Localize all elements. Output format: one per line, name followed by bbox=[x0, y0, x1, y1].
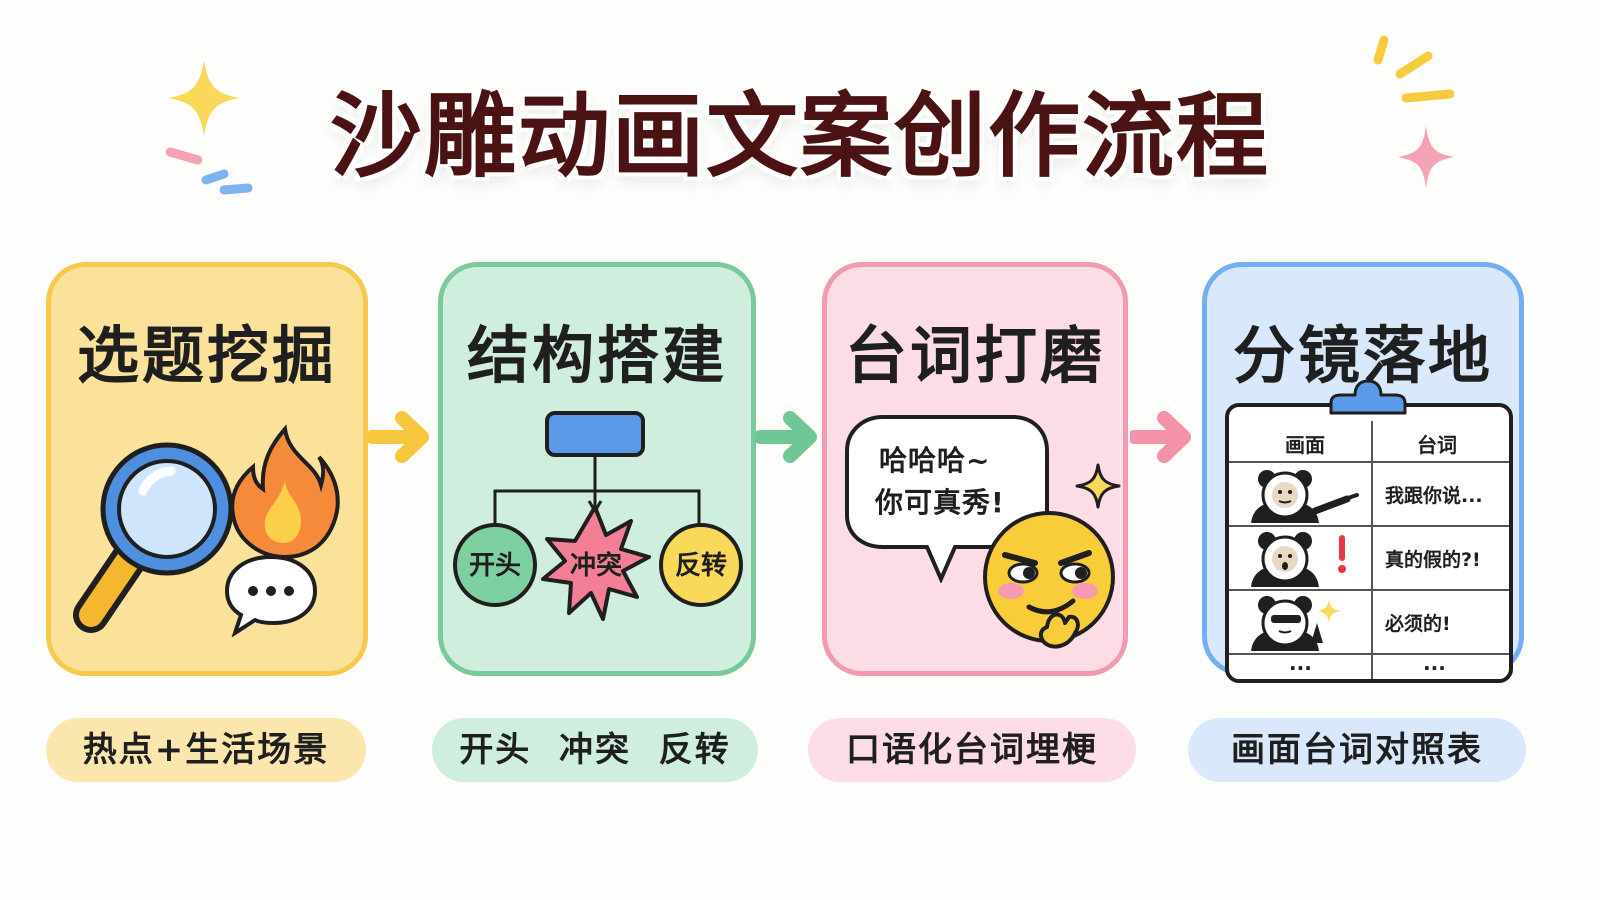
magnifier-icon bbox=[73, 442, 234, 633]
node-label: 反转 bbox=[675, 551, 727, 581]
node-conflict bbox=[541, 505, 651, 621]
step-caption-topic: 热点+生活场景 bbox=[46, 718, 366, 782]
node-twist bbox=[659, 523, 743, 607]
dash-icon bbox=[165, 147, 253, 195]
step-caption-dialogue: 口语化台词埋梗 bbox=[808, 718, 1136, 782]
panda-meme-icon bbox=[1251, 470, 1359, 523]
sparkle-icon bbox=[168, 60, 240, 136]
bubble-line: 哈哈哈~ bbox=[879, 444, 991, 477]
step-card-storyboard: 分镜落地 画面 台词 bbox=[1202, 262, 1524, 683]
table-ellipsis: ... bbox=[1423, 651, 1446, 675]
clipboard-clip-icon bbox=[1329, 379, 1407, 415]
arrow-right-icon bbox=[756, 411, 817, 463]
panda-meme-icon bbox=[1251, 532, 1346, 587]
arrow-right-icon bbox=[1130, 411, 1191, 463]
table-cell-line: 必须的! bbox=[1385, 613, 1451, 635]
page-title: 沙雕动画文案创作流程 bbox=[329, 83, 1270, 190]
table-row bbox=[1229, 461, 1509, 463]
table-ellipsis: ... bbox=[1289, 651, 1312, 675]
fire-icon bbox=[230, 424, 340, 560]
node-label: 开头 bbox=[469, 551, 521, 581]
panda-meme-icon bbox=[1251, 596, 1341, 651]
table-row bbox=[1229, 653, 1509, 655]
arrow-right-icon bbox=[368, 411, 429, 463]
node-label: 冲突 bbox=[570, 550, 622, 581]
step-card-dialogue: 台词打磨 哈哈哈~ 你可真秀! bbox=[822, 262, 1128, 676]
table-header: 台词 bbox=[1417, 433, 1457, 457]
table-header: 画面 bbox=[1285, 433, 1325, 457]
chat-bubble-icon bbox=[224, 554, 318, 637]
structure-diagram: 开头 冲突 反转 bbox=[453, 411, 743, 621]
step-title: 台词打磨 bbox=[844, 319, 1105, 392]
step-caption-storyboard: 画面台词对照表 bbox=[1188, 718, 1526, 782]
table-cell-line: 真的假的?! bbox=[1385, 549, 1481, 571]
root-node bbox=[545, 411, 645, 457]
step-card-structure: 结构搭建 开头 冲突 反转 bbox=[438, 262, 756, 676]
sparkle-icon bbox=[1398, 126, 1454, 188]
step-title: 分镜落地 bbox=[1232, 319, 1493, 392]
step-title: 结构搭建 bbox=[466, 319, 727, 392]
table-cell-line: 我跟你说... bbox=[1385, 485, 1483, 507]
dash-icon bbox=[1373, 35, 1455, 103]
step-title: 选题挖掘 bbox=[76, 319, 337, 392]
table-row bbox=[1229, 525, 1509, 527]
storyboard-table: 画面 台词 bbox=[1225, 403, 1513, 683]
sparkle-icon bbox=[1075, 463, 1121, 509]
step-caption-structure: 开头 冲突 反转 bbox=[432, 718, 758, 782]
step-card-topic: 选题挖掘 bbox=[46, 262, 368, 676]
table-row bbox=[1229, 589, 1509, 591]
bubble-line: 你可真秀! bbox=[875, 486, 1005, 519]
smirk-emoji-icon bbox=[983, 511, 1115, 649]
node-start bbox=[453, 523, 537, 607]
